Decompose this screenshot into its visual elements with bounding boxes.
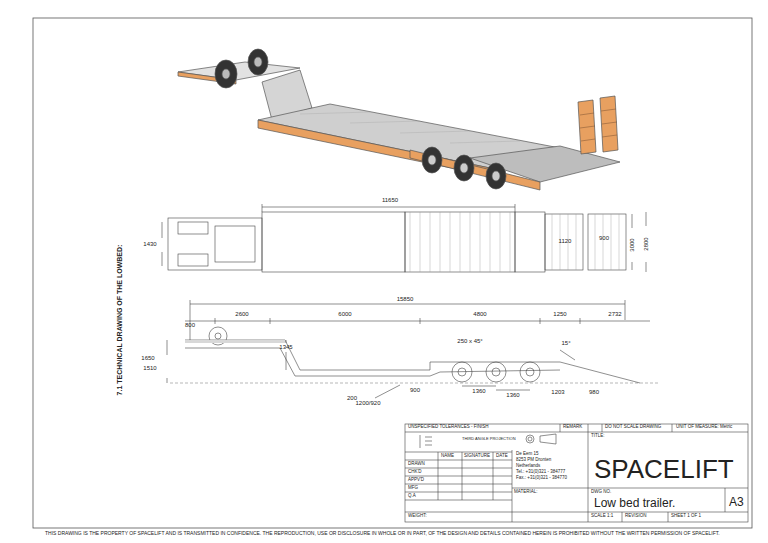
- table-cell: DRAWN: [408, 462, 425, 467]
- dimension: 2800: [643, 237, 650, 250]
- sheet-size: A3: [729, 496, 744, 509]
- dimension: 800: [185, 322, 195, 329]
- dimension: 1360: [506, 392, 519, 399]
- title-block-field: SCALE 1:1: [591, 514, 613, 519]
- dimension: 3000: [629, 238, 636, 251]
- dimension: 1345: [279, 344, 292, 351]
- title-block-header: UNSPECIFIED TOLERANCES - FINISH: [408, 425, 489, 430]
- company-logo: SPACELIFT: [594, 455, 734, 484]
- dimension: 900: [410, 387, 420, 394]
- dimension: 1650: [141, 355, 154, 362]
- confidentiality-note: THIS DRAWING IS THE PROPERTY OF SPACELIF…: [45, 531, 720, 537]
- sheet-heading: 7.1 TECHNICAL DRAWING OF THE LOWBED:: [116, 245, 124, 396]
- address-line: Fax.: +31(0)321 - 384770: [516, 476, 567, 481]
- projection-note: THIRD ANGLE PROJECTION: [462, 437, 516, 441]
- dimension: 11650: [382, 197, 398, 204]
- dimension: 1430: [143, 241, 156, 248]
- dimension: 250 x 45°: [457, 338, 482, 345]
- dimension: 1200/920: [355, 400, 380, 407]
- address-line: Netherlands: [516, 464, 540, 469]
- table-cell: NAME: [441, 454, 454, 459]
- table-cell: MFG: [408, 486, 418, 491]
- dimension: 1120: [559, 238, 572, 245]
- title-block-header: DO NOT SCALE DRAWING: [605, 425, 661, 430]
- dimension: 1360: [472, 388, 485, 395]
- dimension: 1203: [551, 389, 564, 396]
- table-cell: CHK'D: [408, 470, 422, 475]
- dimension: 1250: [553, 311, 566, 318]
- address-line: Tel.: +31(0)321 - 384777: [516, 470, 565, 475]
- title-block-field: WEIGHT:: [408, 514, 427, 519]
- dimension: 4800: [473, 311, 486, 318]
- table-cell: SIGNATURE: [464, 454, 490, 459]
- dimension: 1510: [143, 365, 156, 372]
- dimension: 2732: [608, 311, 621, 318]
- title-block-field: DWG NO.: [591, 490, 611, 495]
- title-block-field: MATERIAL:: [514, 490, 537, 495]
- dimension: 6000: [338, 311, 351, 318]
- table-cell: Q.A: [408, 494, 416, 499]
- dimension: 15850: [397, 296, 414, 303]
- title-block-field: TITLE:: [591, 434, 605, 439]
- address-line: De Eem 15: [516, 452, 539, 457]
- address-line: 8253 PM Dronten: [516, 458, 551, 463]
- title-block-header: UNIT OF MEASURE: Metric: [676, 425, 732, 430]
- title-block-header: REMARK: [563, 425, 582, 430]
- dimension: 15°: [561, 340, 570, 347]
- dimension: 2600: [235, 311, 248, 318]
- dimension: 900: [599, 235, 609, 242]
- table-cell: DATE: [496, 454, 508, 459]
- title-block-field: SHEET 1 OF 1: [671, 514, 701, 519]
- title-block-field: REVISION: [625, 514, 647, 519]
- dimension: 980: [589, 389, 599, 396]
- drawing-title: Low bed trailer.: [594, 497, 675, 510]
- table-cell: APPV'D: [408, 478, 424, 483]
